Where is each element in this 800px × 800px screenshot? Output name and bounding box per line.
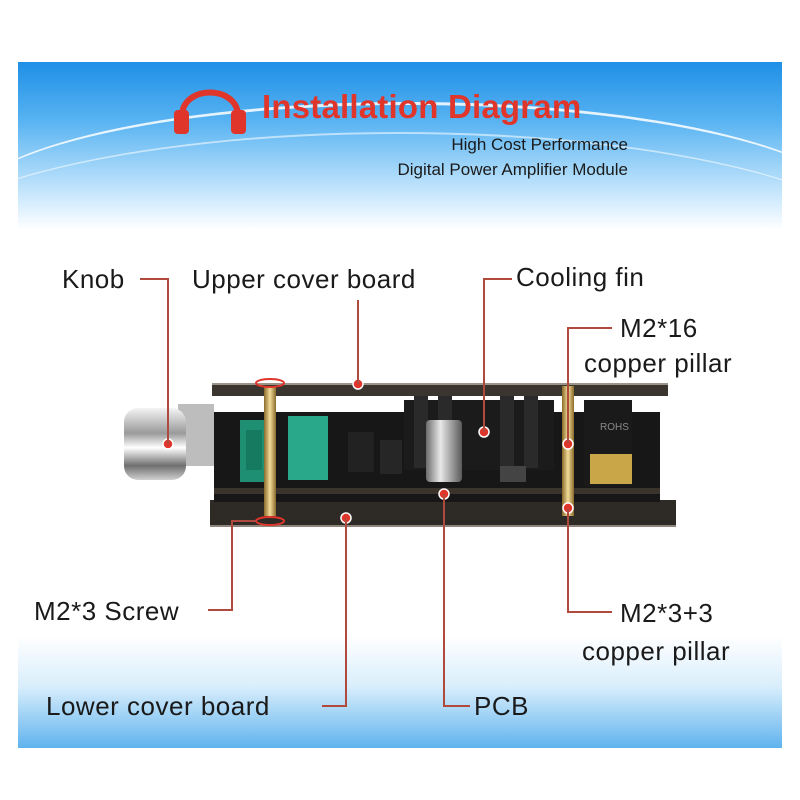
label-lower-cover-board: Lower cover board <box>46 691 270 721</box>
header-banner <box>18 62 782 230</box>
label-knob: Knob <box>62 264 125 294</box>
headphones-icon <box>174 89 246 134</box>
capacitor-part <box>426 420 462 482</box>
label-m2-3-3-copper-pillar: copper pillar <box>582 636 731 666</box>
copper-pillar-right <box>562 386 574 516</box>
label-m2-16-copper-pillar: copper pillar <box>584 348 733 378</box>
upper-cover-board-part <box>212 384 668 396</box>
banner-swoosh <box>18 132 782 230</box>
knob-part <box>124 404 214 480</box>
label-upper-cover-board: Upper cover board <box>192 264 416 294</box>
page-title: Installation Diagram <box>262 88 582 125</box>
footer-fade <box>18 636 782 748</box>
label-pcb: PCB <box>474 691 529 721</box>
label-m2-3-3: M2*3+3 <box>620 598 714 628</box>
audio-jack-part: ROHS <box>584 400 632 486</box>
chip-marking: ROHS <box>600 422 629 433</box>
label-m2-3-screw: M2*3 Screw <box>34 596 180 626</box>
screw-highlight-top <box>255 378 285 388</box>
label-cooling-fin: Cooling fin <box>516 262 645 292</box>
copper-pillar-left <box>264 386 276 516</box>
banner-swoosh <box>18 102 782 230</box>
subtitle-line-1: High Cost Performance <box>451 135 628 154</box>
terminal-block-part <box>240 416 328 482</box>
label-m2-16: M2*16 <box>620 313 698 343</box>
subtitle-line-2: Digital Power Amplifier Module <box>397 160 628 179</box>
